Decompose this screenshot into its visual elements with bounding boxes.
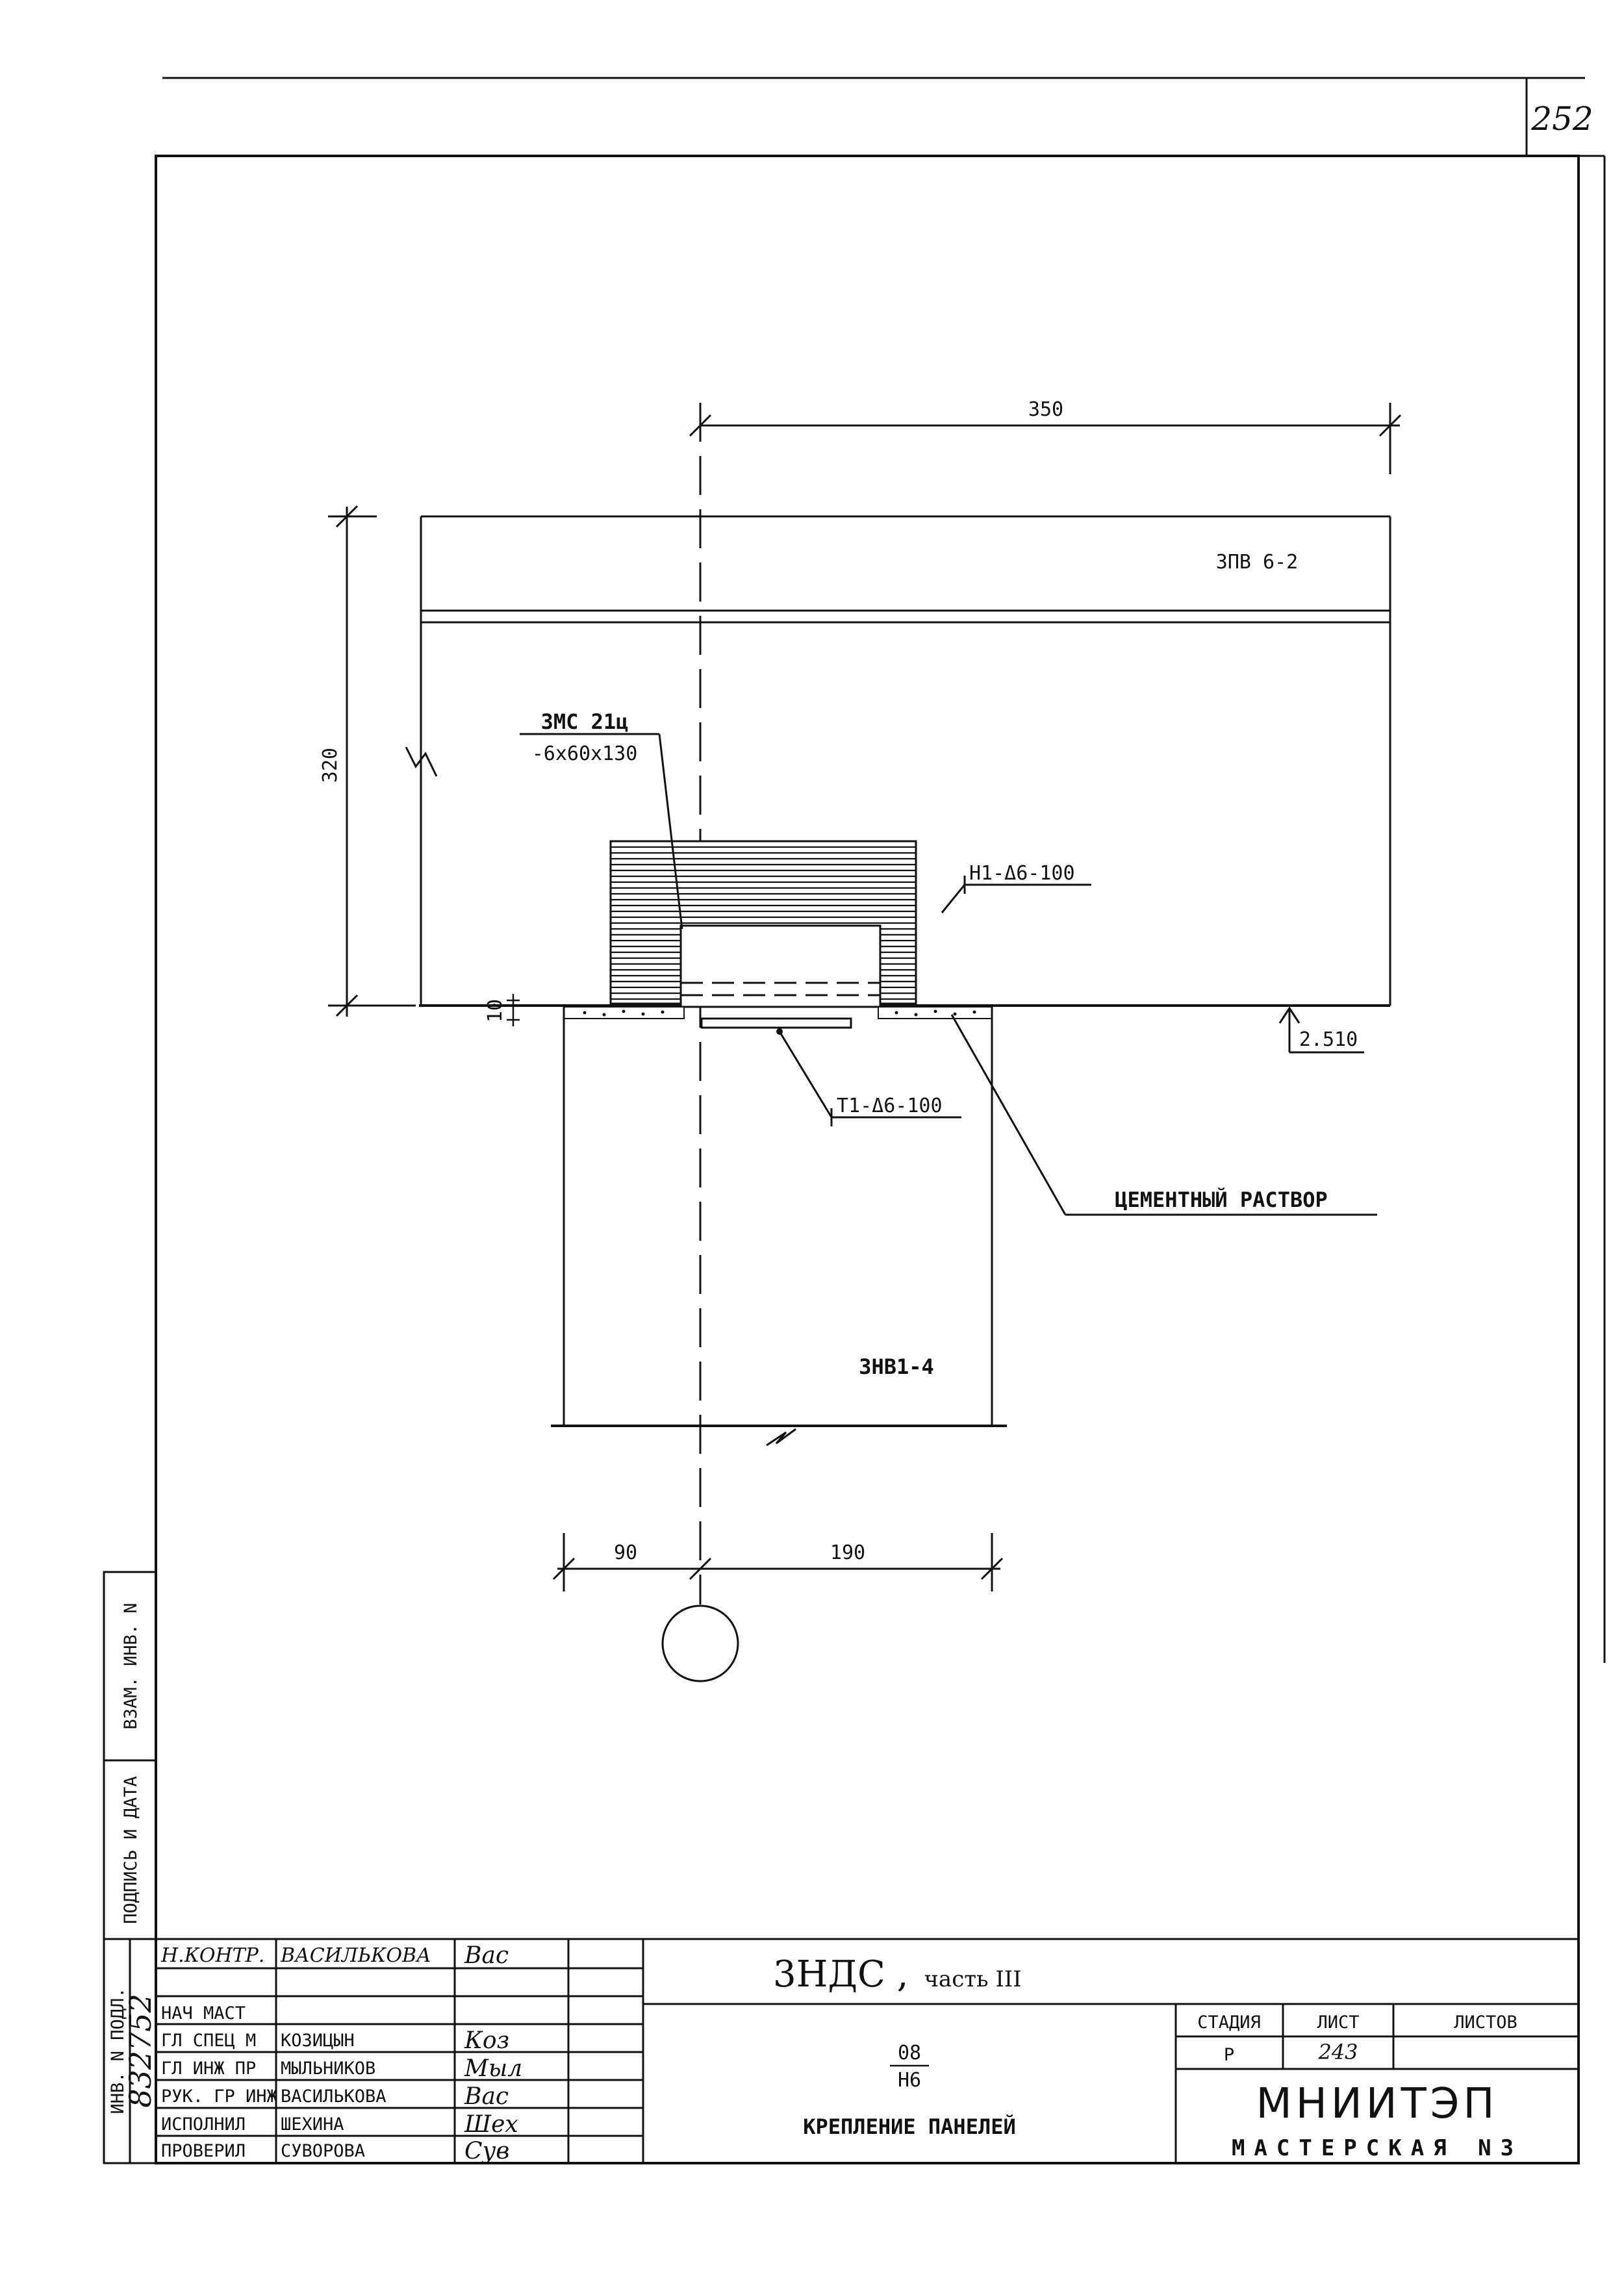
level-mark <box>1278 1006 1364 1054</box>
role-name: МЫЛЬНИКОВ <box>281 2059 375 2079</box>
label-mortar: ЦЕМЕНТНЫЙ РАСТВОР <box>1115 1187 1328 1212</box>
role-name: КОЗИЦЫН <box>281 2031 355 2051</box>
label-weld-h1: Н1-Δ6-100 <box>969 862 1075 885</box>
leader-weld-t1 <box>778 1031 961 1126</box>
role-signature: Мыл <box>464 2055 522 2082</box>
label-bottom-panel: 3НВ1-4 <box>859 1354 934 1379</box>
drawing-name: КРЕПЛЕНИЕ ПАНЕЛЕЙ <box>803 2114 1016 2139</box>
organization-name: МНИИТЭП <box>1256 2080 1499 2128</box>
stage-value: Р <box>1224 2045 1234 2065</box>
role-label: ПРОВЕРИЛ <box>161 2141 246 2161</box>
axis-marker-circle <box>661 1604 739 1682</box>
break-mark-bottom <box>766 1428 796 1447</box>
dimension-gap-value: 10 <box>484 999 507 1022</box>
side-stamp-inv-label: ИНВ. N ПОДЛ. <box>108 1987 128 2114</box>
side-stamp <box>103 1571 157 2164</box>
dimension-top-350 <box>689 403 1402 474</box>
label-weld-t1: Т1-Δ6-100 <box>837 1095 943 1117</box>
label-top-panel: 3ПВ 6-2 <box>1216 551 1298 574</box>
mortar-layer <box>563 1006 993 1019</box>
role-name: ШЕХИНА <box>281 2114 344 2135</box>
label-plate-mark: 3МС 21ц <box>541 709 629 734</box>
bottom-panel <box>551 1007 1007 1427</box>
role-label: РУК. ГР ИНЖ <box>161 2086 278 2107</box>
stage-header: СТАДИЯ <box>1197 2012 1261 2033</box>
organization-workshop: МАСТЕРСКАЯ N3 <box>1232 2135 1523 2161</box>
role-name: СУВОРОВА <box>281 2141 365 2161</box>
leader-plate <box>520 733 683 930</box>
sheet-value: 243 <box>1317 2040 1358 2064</box>
role-signature: Вас <box>464 2083 509 2110</box>
label-level: 2.510 <box>1299 1028 1358 1051</box>
embedded-plate-hatch <box>609 840 917 1008</box>
dimension-gap-10 <box>507 994 520 1026</box>
dimension-bottom-left-value: 90 <box>614 1541 637 1564</box>
panel-detail-drawing: 350 320 10 90 190 3ПВ 6-2 <box>319 398 1402 1682</box>
project-title-main: 3НДС , <box>773 1953 908 1996</box>
project-title-part: часть III <box>924 1966 1021 1992</box>
role-label: Н.КОНТР. <box>160 1944 264 1967</box>
break-mark-top <box>405 746 438 777</box>
weld-t1-dot <box>776 1028 783 1035</box>
dimension-left-320 <box>328 505 416 1017</box>
drawing-code-bottom: Н6 <box>898 2069 921 2092</box>
role-signature: Сув <box>464 2138 509 2164</box>
role-signature: Коз <box>464 2027 509 2054</box>
dimension-bottom <box>552 1533 1004 1591</box>
corner-sheet-number: 252 <box>1530 100 1593 138</box>
role-label: ИСПОЛНИЛ <box>161 2114 246 2135</box>
side-stamp-replace-label: ВЗАМ. ИНВ. N <box>121 1603 141 1729</box>
dimension-top-value: 350 <box>1028 398 1063 421</box>
weld-strip <box>700 1017 852 1029</box>
side-stamp-signature-label: ПОДПИСЬ И ДАТА <box>121 1776 141 1924</box>
project-title: 3НДС , часть III <box>773 1953 1022 1996</box>
role-name: ВАСИЛЬКОВА <box>281 2086 387 2107</box>
role-label: ГЛ ИНЖ ПР <box>161 2059 256 2079</box>
title-block-grid <box>156 1938 1579 2163</box>
role-name: ВАСИЛЬКОВА <box>280 1944 431 1967</box>
label-plate-size: -6x60x130 <box>532 742 638 765</box>
dimension-bottom-right-value: 190 <box>830 1541 865 1564</box>
drawing-code-top: 08 <box>898 2042 921 2064</box>
role-signature: Вас <box>464 1942 509 1969</box>
role-label: НАЧ МАСТ <box>161 2003 246 2023</box>
side-stamp-inv-number: 832752 <box>123 1994 158 2108</box>
role-label: ГЛ СПЕЦ М <box>161 2031 256 2051</box>
role-rows: Н.КОНТР. ВАСИЛЬКОВА Вас НАЧ МАСТ ГЛ СПЕЦ… <box>160 1942 522 2164</box>
role-signature: Шех <box>464 2111 518 2138</box>
leader-weld-h1 <box>941 876 1091 913</box>
sheet-frame <box>155 77 1606 2164</box>
sheet-header: ЛИСТ <box>1317 2012 1359 2033</box>
dimension-left-value: 320 <box>319 748 342 783</box>
sheets-header: ЛИСТОВ <box>1454 2012 1517 2033</box>
leader-mortar <box>950 1014 1377 1216</box>
